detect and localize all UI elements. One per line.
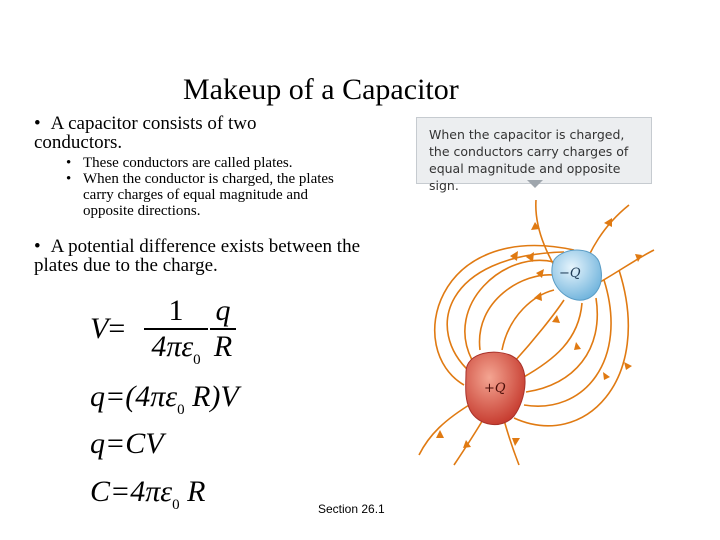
- bullet-text: A potential difference exists between th…: [34, 236, 360, 276]
- field-arrows: [436, 218, 642, 448]
- field-line-figure: −Q +Q: [418, 180, 655, 466]
- eq1-numerator-2: q: [215, 294, 231, 327]
- bullet-potential: •A potential difference exists between t…: [34, 237, 364, 275]
- bullet-capacitor: •A capacitor consists of two conductors.: [34, 114, 334, 152]
- bullet-text: A capacitor consists of two conductors.: [34, 113, 257, 153]
- eq1-fraction-1: 1 4πε0: [144, 294, 208, 369]
- sub-bullet-list: • These conductors are called plates. • …: [66, 155, 356, 219]
- callout-pointer: [527, 180, 543, 188]
- positive-charge-label: +Q: [484, 381, 506, 396]
- sub-bullet-charged: • When the conductor is charged, the pla…: [66, 171, 356, 219]
- slide-title: Makeup of a Capacitor: [183, 73, 459, 106]
- equation-charge: q=(4πε0 R)V: [90, 380, 239, 418]
- eq1-denominator-2: R: [213, 330, 233, 363]
- sub-bullet-plates: • These conductors are called plates.: [66, 155, 356, 171]
- eq1-fraction-2: q R: [210, 294, 236, 364]
- sub-bullet-text: These conductors are called plates.: [83, 155, 293, 171]
- bullet-marker: •: [34, 113, 41, 134]
- negative-charge-label: −Q: [559, 266, 581, 281]
- eq1-equals: =: [108, 312, 126, 345]
- negative-plate: [551, 249, 602, 301]
- equation-sphere-capacitance: C=4πε0 R: [90, 475, 206, 513]
- bullet-marker: •: [34, 236, 41, 257]
- figure-callout: When the capacitor is charged, the condu…: [416, 117, 652, 193]
- section-label: Section 26.1: [318, 502, 385, 516]
- sub-bullet-marker: •: [66, 171, 72, 187]
- equation-potential: V=: [90, 312, 125, 346]
- eq1-lhs: V: [90, 312, 109, 345]
- fraction-bar: [210, 328, 236, 330]
- sub-bullet-text: When the conductor is charged, the plate…: [83, 171, 334, 219]
- eq1-denominator-1: 4πε0: [151, 330, 201, 368]
- positive-plate: [465, 351, 526, 425]
- equation-capacitance-relation: q=CV: [90, 427, 164, 460]
- eq1-numerator-1: 1: [168, 294, 184, 327]
- fraction-bar: [144, 328, 208, 330]
- sub-bullet-marker: •: [66, 155, 72, 171]
- field-lines: [418, 199, 655, 466]
